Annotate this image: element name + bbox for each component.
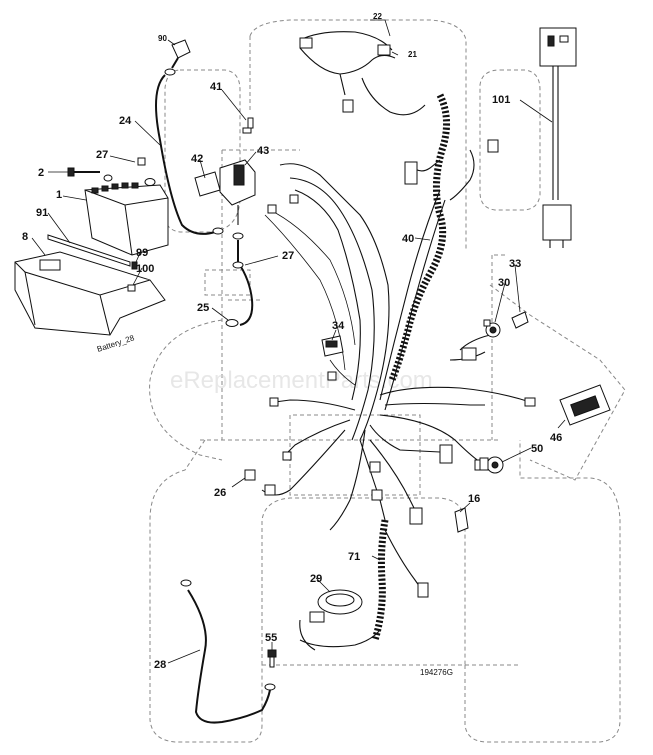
coiled-loom-71 bbox=[371, 519, 389, 642]
relay-101 bbox=[539, 27, 577, 248]
callout-28: 28 bbox=[154, 659, 166, 671]
callout-40: 40 bbox=[402, 233, 414, 245]
callout-27-top: 27 bbox=[96, 149, 108, 161]
main-wire-harness bbox=[261, 31, 531, 651]
callout-21: 21 bbox=[408, 50, 417, 59]
callout-26: 26 bbox=[214, 487, 226, 499]
callouts: 22 90 21 101 41 24 43 42 27 2 1 91 40 8 … bbox=[22, 12, 562, 671]
callout-1: 1 bbox=[56, 189, 62, 201]
callout-55: 55 bbox=[265, 632, 277, 644]
battery-nut-27 bbox=[137, 157, 146, 166]
battery-bolt-2 bbox=[67, 167, 100, 177]
tractor-outline bbox=[149, 19, 626, 743]
callout-22: 22 bbox=[373, 12, 382, 21]
bolt-55 bbox=[267, 649, 277, 668]
solenoid-43 bbox=[219, 159, 256, 240]
callout-71: 71 bbox=[348, 551, 360, 563]
callout-24: 24 bbox=[119, 115, 132, 127]
battery-nut-100 bbox=[127, 284, 136, 292]
coiled-loom-40 bbox=[388, 93, 450, 382]
callout-33: 33 bbox=[509, 258, 521, 270]
callout-100: 100 bbox=[136, 263, 154, 275]
harness-connectors bbox=[244, 99, 536, 598]
connector-21 bbox=[299, 37, 391, 56]
callout-29: 29 bbox=[310, 573, 322, 585]
switch-50 bbox=[479, 456, 504, 474]
callout-8: 8 bbox=[22, 231, 28, 243]
callout-43: 43 bbox=[257, 145, 269, 157]
callout-27-mid: 27 bbox=[282, 250, 294, 262]
battery-label: Battery_28 bbox=[96, 333, 136, 354]
callout-101: 101 bbox=[492, 94, 510, 106]
battery-tray-8: Battery_28 bbox=[14, 251, 166, 354]
watermark-text: eReplacementParts.com bbox=[170, 367, 433, 394]
hour-meter-46 bbox=[559, 384, 611, 426]
callout-34: 34 bbox=[332, 320, 345, 332]
callout-91: 91 bbox=[36, 207, 48, 219]
battery-cable-24 bbox=[155, 74, 224, 235]
battery-bolt-99 bbox=[131, 261, 138, 270]
cable-terminal-90 bbox=[164, 39, 191, 76]
callout-16: 16 bbox=[468, 493, 480, 505]
callout-25: 25 bbox=[197, 302, 209, 314]
fuse-holder-16 bbox=[454, 507, 469, 533]
battery-strap-91 bbox=[47, 234, 131, 267]
callout-50: 50 bbox=[531, 443, 543, 455]
callout-99: 99 bbox=[136, 247, 148, 259]
callout-30: 30 bbox=[498, 277, 510, 289]
switch-34 bbox=[321, 335, 344, 357]
callout-2: 2 bbox=[38, 167, 44, 179]
callout-41: 41 bbox=[210, 81, 222, 93]
leader-lines bbox=[31, 19, 566, 664]
callout-42: 42 bbox=[191, 153, 203, 165]
battery-1 bbox=[84, 174, 169, 256]
callout-90: 90 bbox=[158, 34, 167, 43]
callout-46: 46 bbox=[550, 432, 562, 444]
ignition-switch-30 bbox=[483, 319, 501, 338]
terminal-boot-42 bbox=[194, 171, 221, 197]
switch-33 bbox=[511, 311, 529, 329]
seat-switch-29 bbox=[309, 589, 363, 623]
ground-wire-25 bbox=[225, 240, 254, 327]
screw-41 bbox=[242, 117, 254, 134]
figure-number: 194276G bbox=[420, 668, 453, 677]
battery-cable-28 bbox=[180, 579, 276, 724]
